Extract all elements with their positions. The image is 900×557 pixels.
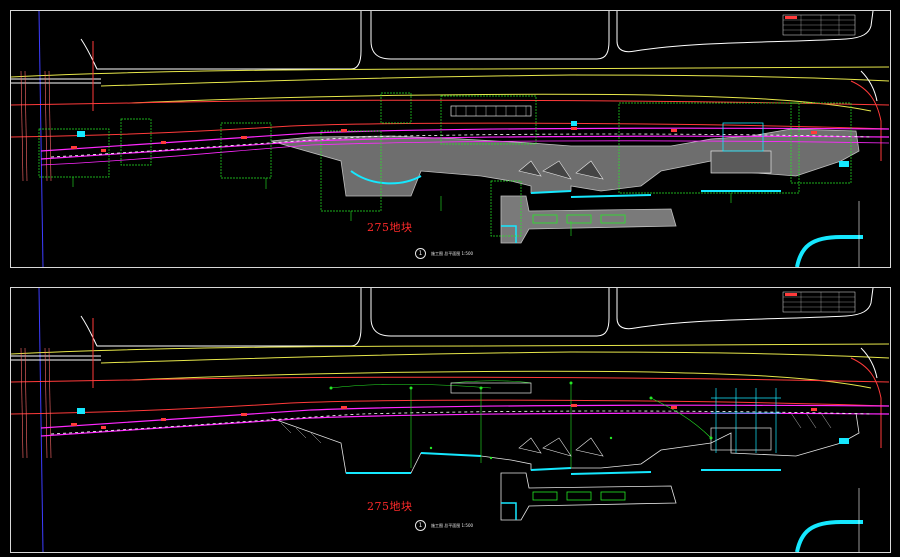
curb-line	[11, 66, 890, 78]
road-edge	[616, 11, 874, 53]
road-edge	[80, 11, 362, 70]
sheet-label: 275地块	[367, 500, 413, 513]
drawing-sheet-bottom: 275地块 1 施工图 总平面图 1:500	[10, 287, 891, 553]
road-edge	[11, 78, 101, 84]
drawing-subtitle: 施工图 总平面图 1:500	[431, 251, 474, 256]
drawing-index-marker: 1	[415, 248, 426, 259]
site-plan-bottom	[11, 288, 890, 552]
curb-line	[130, 93, 872, 112]
sheet-label: 275地块	[367, 221, 413, 234]
boundary-line	[11, 99, 890, 106]
axis-line	[38, 11, 44, 267]
water-line	[350, 170, 781, 198]
drawing-index-marker: 1	[415, 520, 426, 531]
curb-line	[100, 74, 890, 87]
path-line	[40, 127, 890, 152]
drawing-sheet-top: 275地块 1 施工图 总平面图 1:500	[10, 10, 891, 268]
path-line	[40, 135, 890, 160]
site-plan-top	[11, 11, 890, 267]
parking-area	[500, 195, 677, 244]
boundary-line	[11, 122, 890, 138]
road-edge	[370, 11, 610, 60]
drawing-subtitle: 施工图 总平面图 1:500	[431, 523, 474, 528]
